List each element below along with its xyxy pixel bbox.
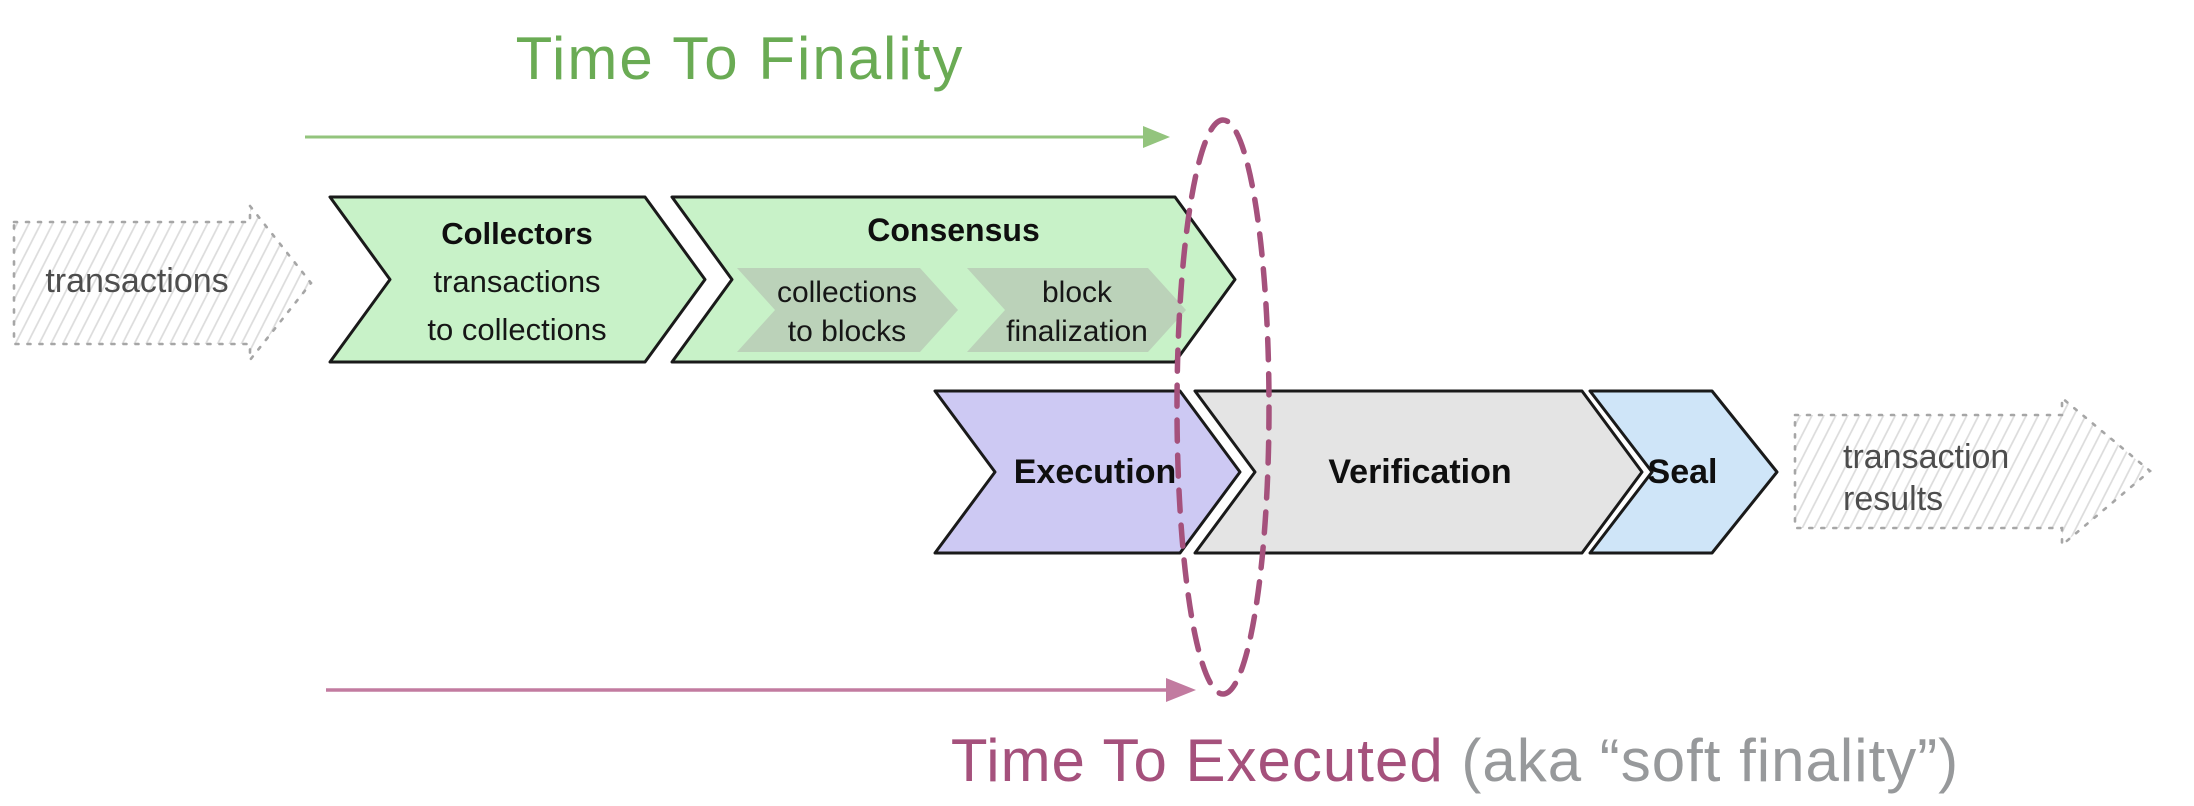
stage2-line2: finalization: [1006, 315, 1148, 348]
stage2-line1: block: [1041, 276, 1113, 309]
block-finalization-chevron: [967, 268, 1186, 352]
soft-finality-ellipse: [1174, 117, 1272, 697]
transactions-input-label: transactions: [45, 262, 229, 300]
collections-to-blocks-chevron: [737, 268, 958, 352]
transaction-results-label: transaction results: [1843, 436, 2073, 520]
consensus-title: Consensus: [867, 212, 1040, 248]
executed-arrowhead-icon: [1166, 678, 1196, 702]
collectors-line1: transactions: [433, 264, 601, 299]
seal-label: Seal: [1647, 453, 1718, 491]
block-finalization-label: block finalization: [987, 273, 1167, 351]
soft-finality-note: (aka “soft finality”): [1443, 727, 1960, 794]
execution-chevron: [933, 389, 1242, 555]
collectors-chevron: [328, 195, 707, 364]
execution-label: Execution: [1013, 453, 1177, 491]
verification-label: Verification: [1328, 453, 1512, 491]
stage1-line1: collections: [776, 276, 918, 309]
stage1-line2: to blocks: [787, 315, 907, 348]
collectors-title: Collectors: [441, 216, 593, 251]
transactions-input-arrow: [12, 202, 313, 364]
transaction-results-line2: results: [1843, 480, 1944, 518]
time-to-finality-title: Time To Finality: [515, 25, 965, 92]
time-to-executed-caption: Time To Executed (aka “soft finality”): [830, 728, 2080, 794]
time-to-executed-title: Time To Executed: [950, 727, 1444, 794]
transaction-results-arrow: [1793, 395, 2153, 548]
finality-arrowhead-icon: [1143, 126, 1170, 148]
collectors-line2: to collections: [427, 312, 607, 347]
verification-chevron: [1193, 389, 1644, 555]
seal-chevron: [1588, 389, 1779, 555]
collectors-label: Collectors transactions to collections: [392, 210, 642, 354]
collections-to-blocks-label: collections to blocks: [757, 273, 937, 351]
transaction-results-line1: transaction: [1843, 438, 2010, 476]
